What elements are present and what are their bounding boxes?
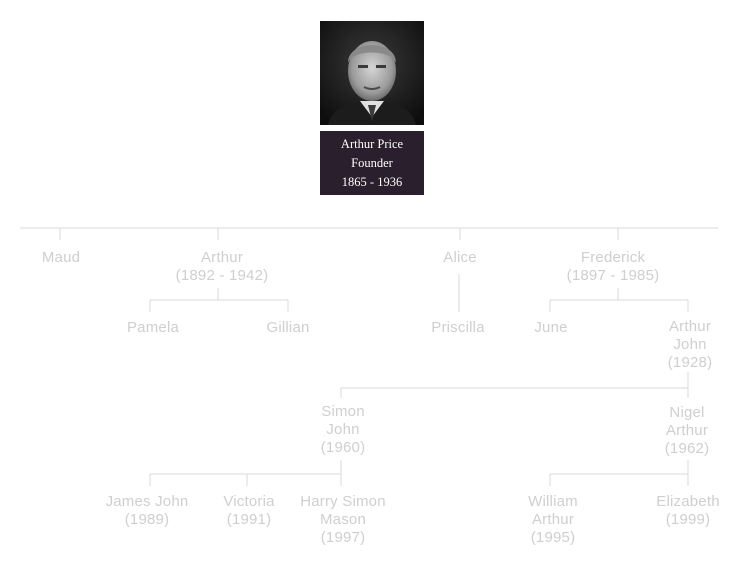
person-arthur-john: Arthur John (1928) — [615, 318, 730, 372]
person-name: John — [673, 336, 707, 353]
person-name: Alice — [443, 249, 477, 266]
person-name: Arthur — [531, 511, 575, 528]
person-name: Priscilla — [431, 319, 485, 336]
person-name: James John — [105, 493, 189, 510]
person-name: Maud — [41, 249, 81, 266]
founder-portrait — [320, 21, 424, 125]
person-dates: (1999) — [665, 511, 711, 528]
person-name: Arthur — [668, 318, 712, 335]
person-name: Simon — [321, 403, 365, 420]
person-name: June — [534, 319, 568, 336]
person-dates: (1960) — [320, 439, 366, 456]
person-james-john: James John (1989) — [72, 493, 222, 529]
person-name: Victoria — [223, 493, 275, 510]
person-dates: (1897 - 1985) — [566, 267, 660, 284]
person-nigel-arthur: Nigel Arthur (1962) — [612, 404, 730, 458]
person-maud: Maud — [0, 249, 136, 267]
person-harry-simon-mason: Harry Simon Mason (1997) — [268, 493, 418, 547]
person-simon-john: Simon John (1960) — [268, 403, 418, 457]
person-pamela: Pamela — [78, 319, 228, 337]
person-dates: (1991) — [226, 511, 272, 528]
person-frederick: Frederick (1897 - 1985) — [538, 249, 688, 285]
person-arthur: Arthur (1892 - 1942) — [147, 249, 297, 285]
person-elizabeth: Elizabeth (1999) — [613, 493, 730, 529]
person-dates: (1989) — [124, 511, 170, 528]
person-dates: (1997) — [320, 529, 366, 546]
person-gillian: Gillian — [213, 319, 363, 337]
founder-dates: 1865 - 1936 — [341, 174, 403, 189]
person-victoria: Victoria (1991) — [174, 493, 324, 529]
person-name: Arthur — [200, 249, 244, 266]
person-name: Harry Simon — [300, 493, 386, 510]
person-name: Elizabeth — [656, 493, 720, 510]
person-dates: (1928) — [667, 354, 713, 371]
person-william-arthur: William Arthur (1995) — [478, 493, 628, 547]
portrait-image — [320, 21, 424, 125]
person-name: Frederick — [580, 249, 646, 266]
person-name: John — [326, 421, 360, 438]
person-name: Mason — [319, 511, 367, 528]
person-name: William — [528, 493, 578, 510]
person-dates: (1892 - 1942) — [175, 267, 269, 284]
person-name: Arthur — [665, 422, 709, 439]
person-june: June — [476, 319, 626, 337]
person-dates: (1995) — [530, 529, 576, 546]
founder-name: Arthur Price — [340, 136, 404, 151]
person-priscilla: Priscilla — [383, 319, 533, 337]
person-name: Pamela — [126, 319, 180, 336]
person-name: Gillian — [266, 319, 310, 336]
person-name: Nigel — [669, 404, 705, 421]
founder-role: Founder — [351, 155, 393, 170]
founder-caption: Arthur Price Founder 1865 - 1936 — [320, 131, 424, 195]
person-alice: Alice — [385, 249, 535, 267]
person-dates: (1962) — [664, 440, 710, 457]
